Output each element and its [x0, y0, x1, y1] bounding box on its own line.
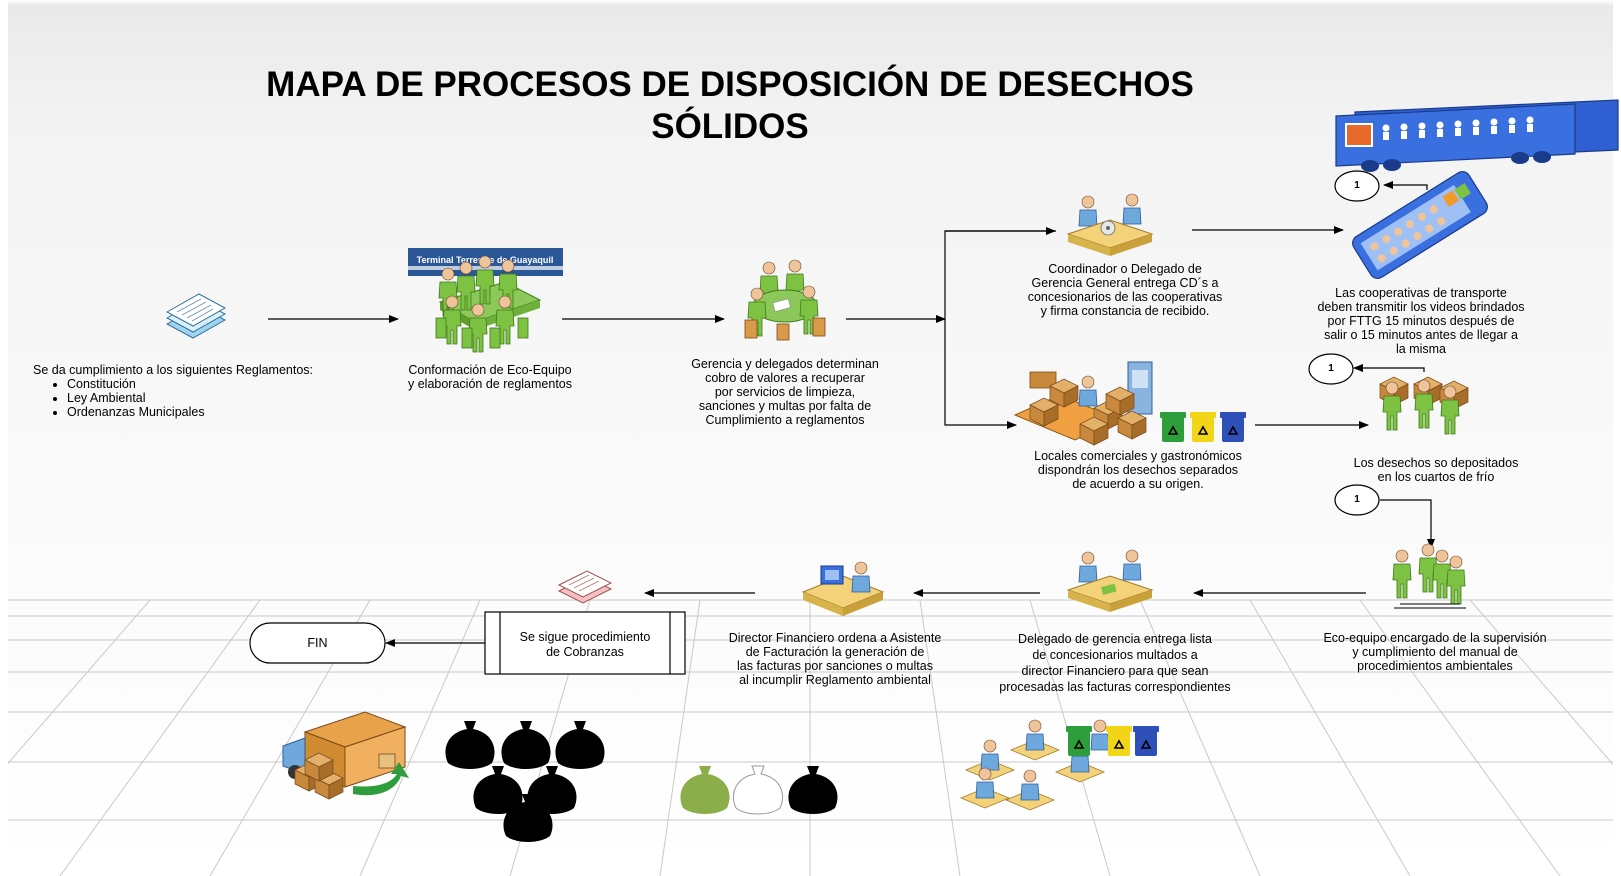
step-director-line: las facturas por sanciones o multas	[737, 659, 933, 673]
title-line-2: SÓLIDOS	[651, 107, 809, 146]
step-locals-line: Locales comerciales y gastronómicos	[1034, 449, 1242, 463]
connector-arrow-3	[1380, 499, 1435, 549]
step-cooperatives-line: deben transmitir los videos brindados	[1317, 300, 1525, 314]
step-coordinator-label: Coordinador o Delegado de Gerencia Gener…	[1000, 262, 1250, 318]
regulations-list: Constitución Ley Ambiental Ordenanzas Mu…	[33, 377, 205, 419]
connector-circles	[1308, 170, 1380, 516]
warehouse-icon	[1013, 361, 1153, 446]
page-title: MAPA DE PROCESOS DE DISPOSICIÓN DE DESEC…	[100, 64, 1360, 148]
connector-label: 1	[1328, 363, 1334, 374]
regulation-item: Constitución	[67, 377, 205, 391]
step-cooperatives-line: Las cooperativas de transporte	[1335, 286, 1507, 300]
delegate-icon	[1066, 549, 1154, 612]
truck-icon	[282, 711, 409, 800]
step-eco-team-label: Conformación de Eco-Equipo y elaboración…	[380, 363, 600, 391]
handshake-icon	[744, 259, 826, 341]
step-delegate-label: Delegado de gerencia entrega lista de co…	[970, 631, 1260, 695]
title-line-1: MAPA DE PROCESOS DE DISPOSICIÓN DE DESEC…	[266, 65, 1194, 104]
step-coordinator-line: Gerencia General entrega CD´s a	[1031, 276, 1219, 290]
step-cooperatives-line: salir o 15 minutos antes de llegar a	[1324, 328, 1518, 342]
documents-icon	[165, 293, 227, 339]
step-coordinator-line: y firma constancia de recibido.	[1040, 304, 1210, 318]
connector-label: 1	[1354, 180, 1360, 191]
step-delegate-line: procesadas las facturas correspondientes	[999, 680, 1231, 694]
sorted-bags-icon	[680, 765, 838, 815]
step-delegate-line: director Financiero para que sean	[1021, 664, 1209, 678]
regulation-item: Ordenanzas Municipales	[67, 405, 205, 419]
step-director-line: Director Financiero ordena a Asistente	[728, 631, 942, 645]
step-supervision-label: Eco-equipo encargado de la supervisión y…	[1290, 631, 1580, 673]
step-management-line: Gerencia y delegados determinan	[691, 357, 879, 371]
connector-label: 1	[1354, 494, 1360, 505]
step-eco-team-line: Conformación de Eco-Equipo	[408, 363, 572, 377]
step-director-line: de Facturación la generación de	[745, 645, 925, 659]
office-icon	[959, 719, 1160, 811]
collections-process-shape	[484, 611, 686, 675]
step-management-line: por servicios de limpieza,	[714, 385, 856, 399]
step-management-label: Gerencia y delegados determinan cobro de…	[660, 357, 910, 427]
connector-arrow-1	[1383, 181, 1428, 190]
step-delegate-line: Delegado de gerencia entrega lista	[1018, 632, 1212, 646]
step-collections-label: Se sigue procedimiento de Cobranzas	[500, 630, 670, 660]
end-label: FIN	[307, 636, 328, 650]
step-eco-team-line: y elaboración de reglamentos	[408, 377, 572, 391]
bus-icon	[1335, 99, 1619, 279]
step-locals-label: Locales comerciales y gastronómicos disp…	[998, 449, 1278, 491]
end-terminator-shape	[249, 622, 386, 664]
step-management-line: sanciones y multas por falta de	[698, 399, 872, 413]
step-cooperatives-line: por FTTG 15 minutos después de	[1327, 314, 1515, 328]
step-management-line: Cumplimiento a reglamentos	[705, 413, 865, 427]
regulation-item: Ley Ambiental	[67, 391, 205, 405]
workers-icon	[1379, 376, 1469, 435]
step-management-line: cobro de valores a recuperar	[705, 371, 865, 385]
step-coordinator-line: concesionarios de las cooperativas	[1027, 290, 1223, 304]
step-cooperatives-line: la misma	[1395, 342, 1446, 356]
step-collections-line: Se sigue procedimiento	[519, 630, 651, 644]
step-collections-line: de Cobranzas	[546, 645, 624, 659]
step-delegate-line: de concesionarios multados a	[1032, 648, 1198, 662]
step-director-label: Director Financiero ordena a Asistente d…	[700, 631, 970, 687]
people-icon	[1066, 193, 1154, 256]
step-coordinator-line: Coordinador o Delegado de	[1048, 262, 1202, 276]
step-cooperatives-label: Las cooperativas de transporte deben tra…	[1286, 286, 1556, 356]
regulations-intro: Se da cumplimiento a los siguientes Regl…	[33, 363, 314, 377]
invoice-icon	[557, 570, 613, 604]
step-locals-line: de acuerdo a su origen.	[1072, 477, 1204, 491]
step-supervision-line: y cumplimiento del manual de	[1352, 645, 1518, 659]
step-director-line: al incumplir Reglamento ambiental	[739, 673, 931, 687]
step-deposit-line: en los cuartos de frío	[1377, 470, 1495, 484]
step-locals-line: dispondrán los desechos separados	[1037, 463, 1239, 477]
meeting-icon: Terminal Terrestre de Guayaquil	[408, 248, 563, 353]
garbage-bags-icon	[445, 721, 605, 842]
connector-arrow-2	[1353, 364, 1425, 372]
step-deposit-label: Los desechos so depositados en los cuart…	[1326, 456, 1546, 484]
branch-line	[944, 230, 1056, 429]
step-supervision-line: procedimientos ambientales	[1357, 659, 1513, 673]
recycle-bins-icon	[1159, 411, 1247, 443]
step-supervision-line: Eco-equipo encargado de la supervisión	[1323, 631, 1547, 645]
computer-user-icon	[801, 561, 885, 616]
step-deposit-line: Los desechos so depositados	[1353, 456, 1519, 470]
supervision-team-icon	[1392, 543, 1466, 609]
